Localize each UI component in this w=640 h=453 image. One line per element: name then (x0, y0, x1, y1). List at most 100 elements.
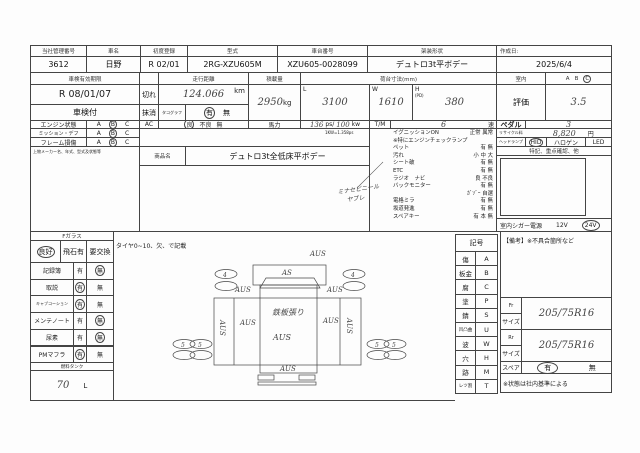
item-label: PMマフラ (38, 351, 66, 359)
damage-mark: AUS (279, 365, 296, 373)
damage-mark: AUS (234, 286, 251, 294)
checklist-item: 電格ミラ有 無 (393, 198, 493, 206)
item-cell: 無 (86, 262, 114, 280)
symbol-code: T (475, 378, 498, 394)
recycle-label: リサイクル料 (499, 130, 523, 135)
product-label: 商品名 (139, 146, 186, 166)
symbol-code: C (475, 279, 498, 295)
checklist-options: 有 無 (480, 198, 494, 205)
item-yes: 有 (76, 318, 83, 326)
symbol-name: 錆 (455, 307, 476, 323)
windshield (259, 277, 321, 289)
spare-no: 無 (588, 363, 596, 372)
opt: A (96, 121, 101, 128)
bed-length: L 3100 (300, 84, 370, 121)
fr-label: Fr (500, 297, 522, 314)
item-cell: PMマフラ (30, 345, 74, 364)
checklist-item: バックモニター有 無 (393, 183, 493, 191)
tacho-no: 無 (223, 108, 230, 117)
gear-unit: 速 (487, 122, 494, 129)
item-no: 無 (94, 315, 105, 327)
product-name: デュトロ3t全低床平ボデー (185, 146, 370, 166)
tire-mark: 5 (181, 342, 185, 349)
kg-unit: kg (282, 98, 292, 107)
size-label: サイズ (500, 313, 522, 330)
item-yes: 有 (74, 298, 85, 310)
l-label: L (303, 86, 307, 93)
tire-mark: 5 (198, 342, 202, 349)
checklist-options: ｶﾞｿﾞｰ 自選 (467, 190, 493, 197)
item-no: 無 (96, 351, 103, 359)
checklist-item: ｶﾞｿﾞｰ 自選 (393, 191, 493, 199)
damage-mark: AUS (239, 319, 256, 327)
fuel-liters: 70 (56, 380, 70, 391)
symbol-name: 跡 (455, 364, 476, 380)
l-value: 3100 (322, 97, 348, 108)
ac-bad: 不良 (199, 122, 212, 129)
checklist-options: 有 無 (480, 183, 494, 190)
checklist-label: ETC (393, 167, 404, 174)
tire-mark: 4 (350, 272, 355, 279)
deregistered-label: 抹消 (139, 104, 159, 121)
liter-unit: L (83, 381, 88, 390)
fglass-good: 良好 (30, 240, 61, 263)
symbol-name: 塗 (455, 293, 476, 309)
item-cell: 有 (73, 295, 87, 314)
fr-tire-size: 205/75R16 (521, 297, 612, 330)
rating-label: 評価 (496, 84, 546, 121)
model-code: 2RG-XZU605M (187, 56, 278, 73)
item-no: 無 (94, 332, 105, 344)
checklist-options: 有 本 無 (473, 213, 493, 220)
odometer: 124.066 (182, 89, 225, 100)
notes-label: 【備考】※不具合箇所など (500, 231, 612, 298)
checklist-label: ※特にエンジンチェックランプ (393, 137, 468, 144)
power-note: 1KW=1.358ps (325, 130, 354, 135)
checklist-item: 坂道発進有 無 (393, 206, 493, 214)
notes-footer: ※状態は社内基準による (500, 373, 612, 393)
hid-selected: HID (528, 138, 544, 146)
rating-value: 3.5 (545, 84, 612, 121)
opt-selected: B (108, 129, 118, 137)
kw: 100 (336, 120, 350, 129)
checklist-item: シート破有 無 (393, 160, 493, 168)
opt: C (125, 138, 130, 146)
chassis-number: XZU605-0028099 (277, 56, 368, 73)
v24-selected: 24V (581, 219, 600, 231)
grade-b: B (574, 75, 579, 82)
item-label: 記録簿 (42, 268, 61, 276)
tacho-options: 有無 (185, 104, 249, 121)
item-cell: 取説 (30, 278, 74, 297)
kw-unit: kw (351, 121, 361, 128)
spare-yes-selected: 有 (537, 362, 559, 373)
ac-good: 良 (184, 121, 195, 128)
w-label: W (372, 86, 378, 93)
rr-label: Rr (500, 329, 522, 346)
body-type: デュトロ3t平ボデー (367, 56, 497, 73)
checklist-options: 小 中 大 (473, 152, 493, 159)
checklist-label: 坂道発進 (393, 205, 415, 212)
tire-mark: 5 (375, 342, 379, 349)
checklist-item: ペット有 無 (393, 145, 493, 153)
h-value: 380 (444, 97, 465, 108)
damage-mark: AUS (322, 317, 339, 325)
item-yes: 有 (76, 268, 83, 276)
load-number: 2950 (257, 97, 283, 108)
damage-mark: 鉄板張り (272, 308, 304, 317)
checklist-options: 良 不良 (475, 175, 493, 182)
item-yes: 有 (74, 282, 85, 294)
expired-label: 切れ (139, 84, 159, 105)
h-label: H (415, 86, 420, 93)
created-date: 2025/6/4 (496, 56, 612, 73)
checklist-label: イグニッションON (393, 130, 439, 136)
symbol-code: U (475, 322, 498, 338)
tacho-yes: 有 (204, 106, 215, 119)
item-yes: 有 (76, 335, 83, 343)
item-cell: メンテノート (30, 312, 74, 330)
v12: 12V (556, 221, 568, 229)
symbol-code: P (475, 293, 498, 309)
tire-mark: 4 (222, 272, 227, 279)
ps: 136 (309, 120, 324, 129)
